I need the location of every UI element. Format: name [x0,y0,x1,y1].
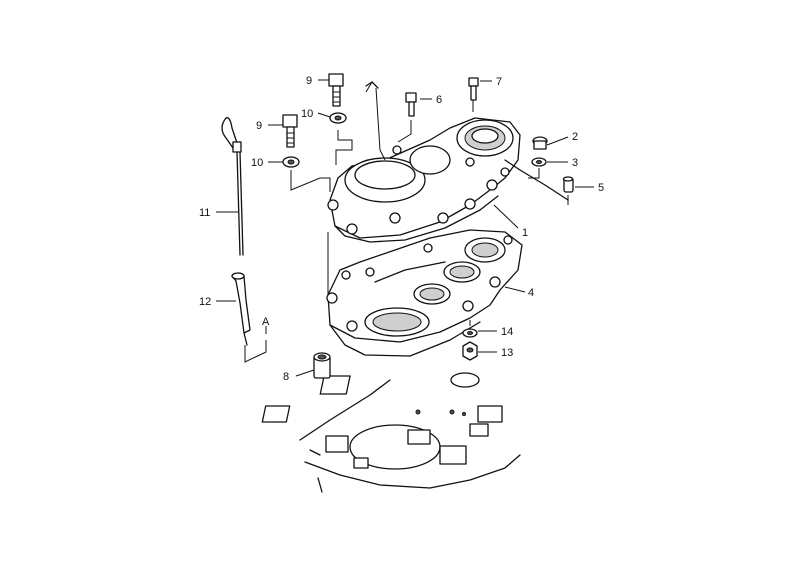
callout-9-upper: 9 [306,75,312,87]
nut-13 [462,341,478,361]
callout-11: 11 [199,207,210,219]
callout-7: 7 [496,76,502,88]
washer-3 [531,157,547,167]
top-cover [327,117,569,243]
callout-14: 14 [501,326,513,338]
callout-leaders [216,79,594,377]
dipstick-11 [221,117,244,256]
engine-block-outline [261,372,521,493]
callout-10-upper: 10 [301,108,313,120]
bolt-7 [468,77,479,101]
callout-3: 3 [572,157,578,169]
dipstick-tube-12 [231,272,251,346]
bolt-6 [405,92,417,117]
callout-6: 6 [436,94,442,106]
callout-2: 2 [572,131,578,143]
bolt-2 [532,136,548,150]
lower-housing [326,229,523,357]
washer-14 [462,328,478,338]
callout-1: 1 [522,227,528,239]
callout-13: 13 [501,347,513,359]
dowel-pin-5 [562,176,574,193]
bolt-9-lower [282,114,298,148]
bolt-9-upper [328,73,344,107]
callout-8: 8 [283,371,289,383]
callout-9-lower: 9 [256,120,262,132]
callout-4: 4 [528,287,534,299]
assembly-lines [244,81,569,363]
callout-10-lower: 10 [251,157,263,169]
sleeve-8 [313,352,331,379]
callout-5: 5 [598,182,604,194]
callout-12: 12 [199,296,211,308]
washer-10-upper [329,112,347,124]
washer-10-lower [282,156,300,168]
callout-labels: 1 2 3 4 5 6 7 8 9 9 10 10 11 12 13 14 A [199,75,604,383]
callout-A: A [262,316,270,328]
direction-arrow-icon [365,81,379,89]
